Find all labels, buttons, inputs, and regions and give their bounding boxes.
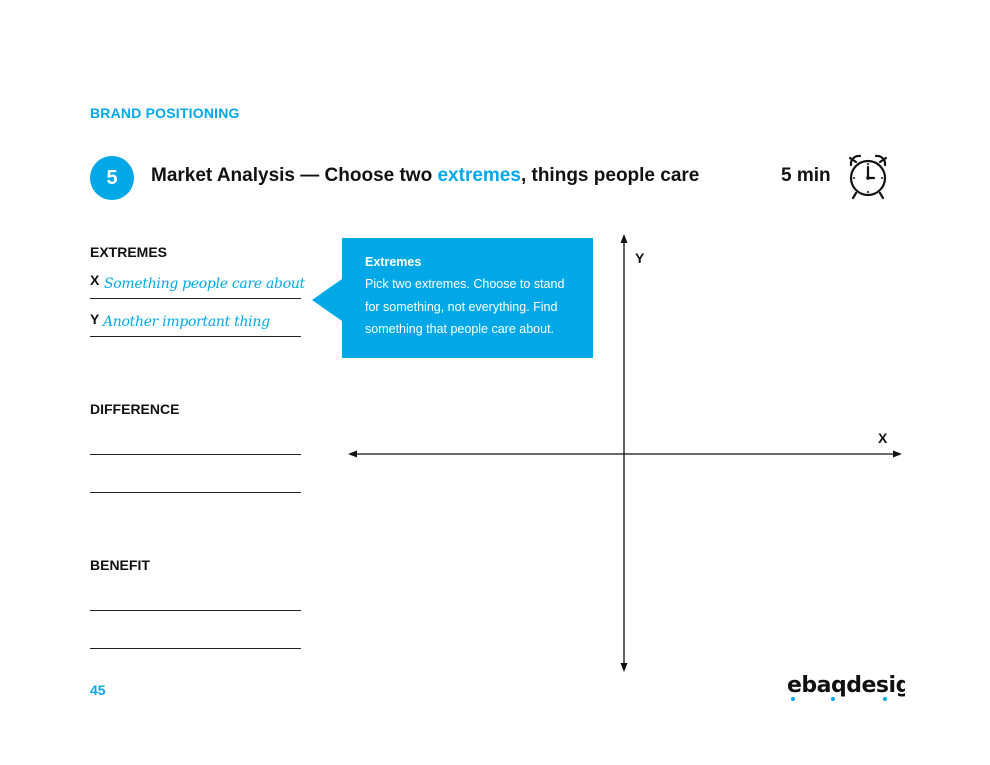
y-axis-label: Y xyxy=(635,250,645,266)
difference-line-1[interactable] xyxy=(90,454,301,455)
difference-line-2[interactable] xyxy=(90,492,301,493)
difference-heading: DIFFERENCE xyxy=(90,401,180,417)
brand-logo: ebaqdesign xyxy=(785,668,926,704)
y-axis-arrow-up xyxy=(620,234,628,243)
benefit-heading: BENEFIT xyxy=(90,557,150,573)
benefit-line-2[interactable] xyxy=(90,648,301,649)
duration-label: 5 min xyxy=(781,165,831,186)
x-axis-arrow-left xyxy=(348,450,357,458)
y-axis-arrow-down xyxy=(620,663,628,672)
tooltip-body: Pick two extremes. Choose to stand for s… xyxy=(365,277,565,336)
title-prefix: Market Analysis — Choose two xyxy=(151,165,438,186)
y-field-value[interactable]: Another important thing xyxy=(103,314,270,330)
x-field-value[interactable]: Something people care about xyxy=(104,276,305,292)
x-axis-arrow-right xyxy=(893,450,902,458)
extremes-heading: EXTREMES xyxy=(90,244,168,260)
x-field-line xyxy=(90,298,301,299)
title-suffix: , things people care xyxy=(520,165,700,186)
y-field-label: Y xyxy=(90,311,100,327)
x-axis-label: X xyxy=(878,430,888,446)
svg-text:ebaqdesign: ebaqdesign xyxy=(787,673,905,698)
alarm-clock-icon xyxy=(848,154,888,200)
title-highlight: extremes xyxy=(437,165,521,186)
page-title: Market Analysis — Choose two extremes, t… xyxy=(151,165,699,187)
y-field-line xyxy=(90,336,301,337)
positioning-axes xyxy=(348,234,902,672)
benefit-line-1[interactable] xyxy=(90,610,301,611)
x-field-label: X xyxy=(90,272,100,288)
page-number: 45 xyxy=(90,682,106,698)
step-number-badge: 5 xyxy=(90,156,134,200)
section-label: BRAND POSITIONING xyxy=(90,105,240,121)
extremes-tooltip: Extremes Pick two extremes. Choose to st… xyxy=(312,238,593,358)
tooltip-title: Extremes xyxy=(365,255,422,269)
